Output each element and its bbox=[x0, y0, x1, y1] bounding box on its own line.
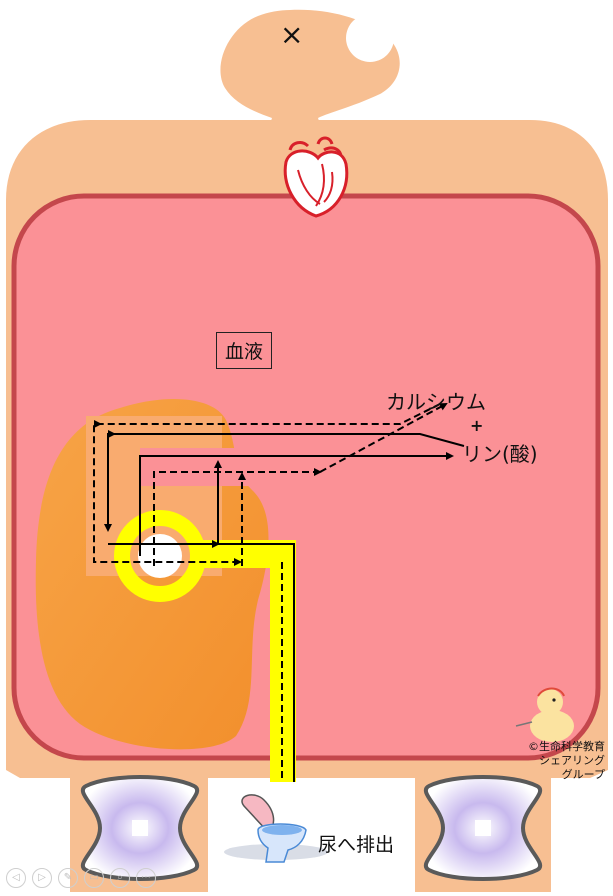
next-button[interactable]: ▷ bbox=[32, 868, 52, 888]
phosphorus-label: リン(酸) bbox=[462, 442, 538, 466]
slides-button[interactable]: ▭ bbox=[84, 868, 104, 888]
phosphorus-arrows bbox=[104, 430, 465, 810]
pad-icon-left bbox=[81, 775, 199, 881]
zoom-button[interactable]: ⌕ bbox=[110, 868, 130, 888]
calcium-arrows bbox=[93, 403, 448, 810]
chick-mascot-icon bbox=[515, 687, 574, 742]
plus-label: + bbox=[470, 416, 484, 435]
calcium-label: カルシウム bbox=[386, 390, 486, 414]
credit-text: ©生命科学教育 シェアリング グループ bbox=[485, 740, 605, 782]
urine-label: 尿へ排出 bbox=[318, 834, 395, 856]
toilet-icon bbox=[224, 794, 328, 863]
prev-button[interactable]: ◁ bbox=[6, 868, 26, 888]
pen-button[interactable]: ✎ bbox=[58, 868, 78, 888]
head-mouth-bite bbox=[346, 14, 394, 62]
credit-line-1: ©生命科学教育 bbox=[528, 740, 605, 753]
credit-line-3: グループ bbox=[561, 768, 605, 781]
urine-tube bbox=[196, 540, 296, 786]
close-mark: × bbox=[280, 18, 304, 51]
credit-line-2: シェアリング bbox=[539, 754, 605, 767]
kidney-notch bbox=[140, 448, 266, 486]
pad-icon-right bbox=[424, 775, 542, 881]
more-button[interactable]: ⋯ bbox=[136, 868, 156, 888]
heart-icon bbox=[283, 136, 349, 218]
blood-label: 血液 bbox=[216, 332, 273, 369]
slide-toolbar: ◁ ▷ ✎ ▭ ⌕ ⋯ bbox=[6, 868, 156, 888]
kidney-tubule-core bbox=[138, 534, 182, 578]
